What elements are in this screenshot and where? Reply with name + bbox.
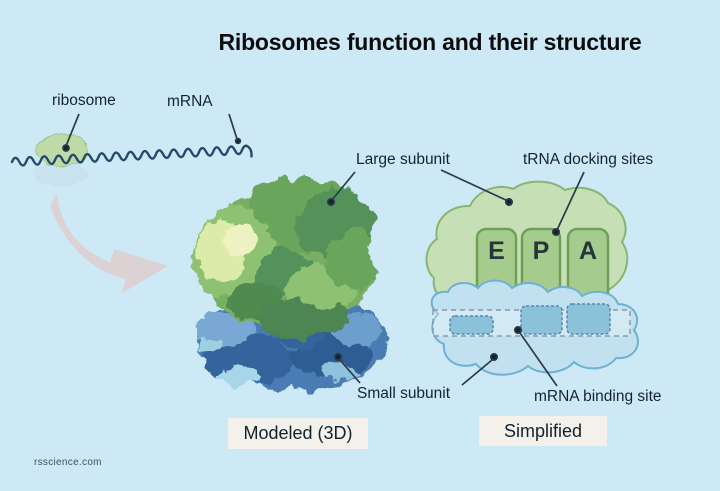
large-subunit-label: Large subunit [356,151,450,168]
small-subunit-label: Small subunit [357,385,451,402]
simplified-small-subunit [430,279,639,376]
swoosh-arrow [50,193,168,293]
mrna-strand [10,144,253,167]
mrna-label: mRNA [167,93,213,110]
page-title: Ribosomes function and their structure [218,29,642,55]
overview-ribosome-illustration [10,133,253,187]
docking-site-e: E [488,237,505,265]
trna-docking-label: tRNA docking sites [523,151,654,168]
docking-site-p: P [532,237,550,265]
ribosome-label: ribosome [52,92,116,109]
modeled-caption: Modeled (3D) [228,418,368,449]
mrna-binding-label: mRNA binding site [534,388,662,405]
modeled-large-subunit [193,177,375,338]
docking-site-a: A [578,237,598,265]
credit-watermark: rsscience.com [34,457,102,468]
pointer-lines [62,113,585,387]
simplified-caption: Simplified [479,416,607,446]
mrna-channel-tabs [449,303,611,335]
